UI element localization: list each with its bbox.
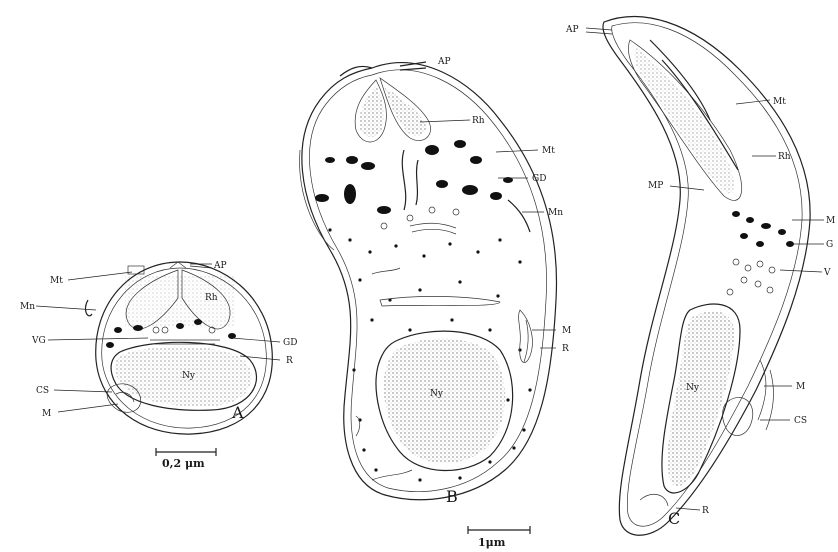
panel-c-label-ny: Ny xyxy=(686,383,700,393)
panel-b-mitochondrion xyxy=(519,310,533,363)
panel-c-letter: C xyxy=(668,509,680,528)
panel-c-label-v: V xyxy=(823,268,831,278)
panel-b-label-ny: Ny xyxy=(430,389,444,399)
panel-b-label-gd: GD xyxy=(532,174,546,184)
panel-a-label-mt: Mt xyxy=(50,276,63,286)
panel-c-granules xyxy=(732,211,794,247)
panel-c-label-rh: Rh xyxy=(778,152,791,162)
panel-c-label-g: G xyxy=(826,240,833,250)
panel-a-label-cs: CS xyxy=(36,386,49,396)
panel-c-label-mp: MP xyxy=(648,181,663,191)
panel-a-scale-bar: 0,2 μm xyxy=(156,448,216,470)
panel-b-letter: B xyxy=(446,487,458,506)
panel-b: B AP Rh Mt GD Mn M R Ny 1μm xyxy=(300,57,572,549)
panel-a-label-mn: Mn xyxy=(20,302,35,312)
panel-b-label-rh: Rh xyxy=(472,116,485,126)
panel-b-label-mt: Mt xyxy=(542,146,555,156)
panel-b-label-m: M xyxy=(562,326,571,336)
panel-c-label-mt: Mt xyxy=(773,97,786,107)
panel-a-label-gd: GD xyxy=(283,338,297,348)
panel-b-label-r: R xyxy=(562,344,569,354)
panel-c: C AP Mt Rh MP M G V Ny M CS R xyxy=(565,17,835,536)
panel-c-label-m: M xyxy=(826,216,835,226)
panel-c-label-m2: M xyxy=(796,382,805,392)
panel-c-label-ap: AP xyxy=(565,25,579,35)
panel-a-conoid xyxy=(128,266,144,274)
panel-a: A AP Mt Mn Rh VG GD R Ny CS M 0,2 μm xyxy=(20,261,297,470)
panel-a-label-m: M xyxy=(42,409,51,419)
panel-a-scale-label: 0,2 μm xyxy=(162,457,205,470)
panel-b-scale-label: 1μm xyxy=(478,536,506,549)
panel-c-label-cs: CS xyxy=(794,416,807,426)
panel-a-letter: A xyxy=(231,403,244,422)
panel-b-dense-granules xyxy=(315,140,513,214)
panel-a-label-ny: Ny xyxy=(182,371,196,381)
panel-a-label-ap: AP xyxy=(213,261,227,271)
panel-b-scale-bar: 1μm xyxy=(468,526,530,549)
panel-a-label-rh: Rh xyxy=(205,293,218,303)
panel-a-label-r: R xyxy=(286,356,293,366)
panel-b-label-ap: AP xyxy=(437,57,451,67)
panel-b-label-mn: Mn xyxy=(548,208,563,218)
panel-c-label-r: R xyxy=(702,506,709,516)
panel-c-vesicles xyxy=(727,259,775,295)
panel-a-label-vg: VG xyxy=(31,336,46,346)
